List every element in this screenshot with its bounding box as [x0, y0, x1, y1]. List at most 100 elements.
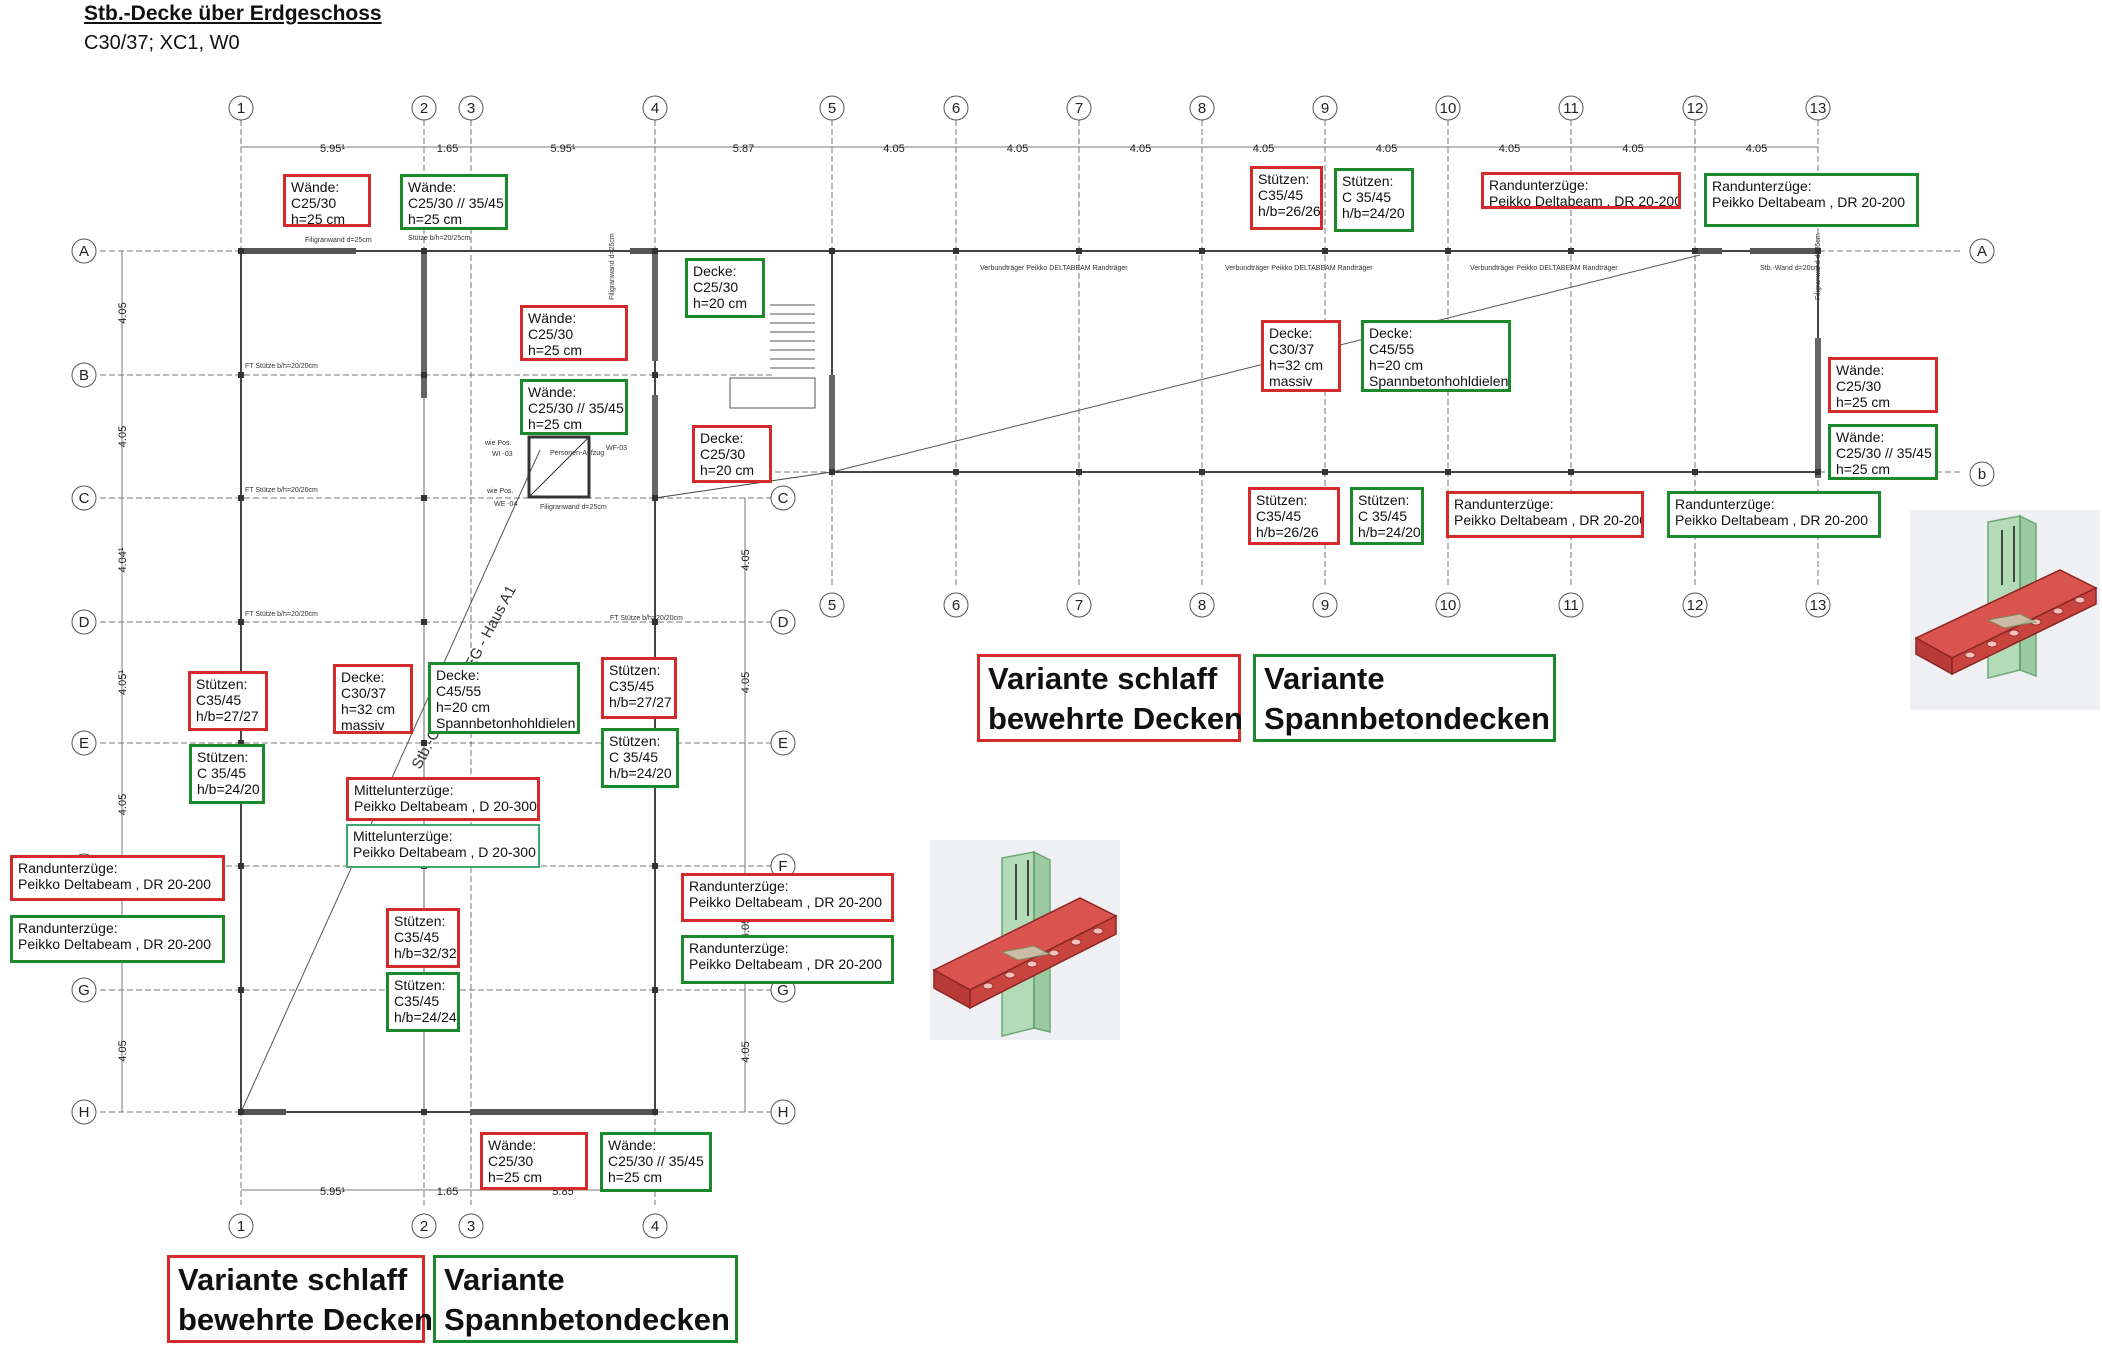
- axis-letter-left-circle: [71, 609, 97, 635]
- annotation-line: h/b=24/20: [1358, 524, 1421, 540]
- annotation-ru1: Randunterzüge:Peikko Deltabeam , DR 20-2…: [1481, 172, 1681, 209]
- column-marker: [421, 740, 427, 746]
- axis-number-top: 4: [651, 100, 659, 117]
- column-marker: [1445, 248, 1451, 254]
- annotation-line: Peikko Deltabeam , DR 20-200: [1454, 512, 1644, 528]
- note-we04: WE -04: [494, 501, 517, 508]
- annotation-ru8: Randunterzüge:Peikko Deltabeam , DR 20-2…: [681, 935, 894, 984]
- annotation-line: Peikko Deltabeam , DR 20-200: [689, 894, 882, 910]
- annotation-line: h=25 cm: [488, 1169, 543, 1185]
- axis-number-top-circle: [943, 95, 969, 121]
- annotation-line: Peikko Deltabeam , DR 20-200: [18, 936, 211, 952]
- annotation-line: Stützen:: [1256, 492, 1308, 508]
- dimension-right: 4.05: [740, 549, 752, 570]
- axis-number-top-circle: [1558, 95, 1584, 121]
- dimension-left: 4.05¹: [117, 670, 129, 695]
- note-wie-pos: wie Pos.: [484, 440, 512, 447]
- axis-letter-far-right-circle: [1969, 461, 1995, 487]
- axis-number-top-circle: [1435, 95, 1461, 121]
- axis-letter-right-circle: [770, 609, 796, 635]
- annotation-line: C25/30 // 35/45: [528, 400, 624, 416]
- axis-number-top-circle: [642, 95, 668, 121]
- annotation-line: Wände:: [408, 179, 457, 195]
- annotation-line: Randunterzüge:: [18, 860, 118, 876]
- axis-letter-left-circle: [71, 362, 97, 388]
- wall-segment: [652, 251, 658, 361]
- axis-number-top: 6: [952, 100, 960, 117]
- axis-number-mid-circle: [819, 592, 845, 618]
- axis-number-mid-circle: [1682, 592, 1708, 618]
- annotation-line: h=25 cm: [408, 211, 463, 227]
- annotation-line: Stützen:: [1342, 173, 1394, 189]
- dimension-top: 4.05: [1130, 143, 1151, 155]
- note-wf03: WF-03: [606, 445, 627, 452]
- dimension-right: 4.05: [740, 1041, 752, 1062]
- annotation-line: h=25 cm: [528, 416, 583, 432]
- column-marker: [1445, 469, 1451, 475]
- wall-segment: [652, 395, 658, 495]
- annotation-line: Peikko Deltabeam , DR 20-200: [1489, 193, 1681, 209]
- variant-line: Spannbetondecken: [444, 1302, 730, 1337]
- axis-number-mid-circle: [1189, 592, 1215, 618]
- wall-segment: [241, 1109, 286, 1115]
- column-marker: [238, 987, 244, 993]
- annotation-line: Mittelunterzüge:: [353, 828, 453, 844]
- note-filigran: Filigranwand d=25cm: [609, 233, 616, 300]
- annotation-line: C45/55: [436, 683, 482, 699]
- annotation-line: C 35/45: [1358, 508, 1408, 524]
- dimension-top: 4.05: [1499, 143, 1520, 155]
- annotation-ru6: Randunterzüge:Peikko Deltabeam , DR 20-2…: [10, 915, 225, 963]
- elevator-cross: [528, 436, 590, 498]
- annotation-line: h=25 cm: [528, 342, 583, 358]
- annotation-line: Wände:: [608, 1137, 657, 1153]
- annotation-line: C 35/45: [197, 765, 247, 781]
- annotation-line: massiv: [1269, 373, 1313, 389]
- annotation-line: Stützen:: [1258, 171, 1310, 187]
- annotation-line: h=20 cm: [693, 295, 748, 311]
- annotation-line: Decke:: [1269, 325, 1313, 341]
- annotation-line: C25/30: [528, 326, 574, 342]
- axis-letter-far-right: A: [1977, 243, 1987, 260]
- axis-number-bottom-circle: [458, 1213, 484, 1239]
- axis-number-mid-circle: [1805, 592, 1831, 618]
- dimension-left: 4.05: [117, 794, 129, 815]
- annotation-line: Peikko Deltabeam , D 20-300: [353, 844, 536, 860]
- variant-line: bewehrte Decken: [988, 701, 1243, 736]
- wall-segment: [241, 248, 356, 254]
- axis-number-mid-circle: [1435, 592, 1461, 618]
- axis-number-mid-circle: [1558, 592, 1584, 618]
- annotation-line: h/b=24/20: [197, 781, 260, 797]
- note-ft: FT Stütze b/h=20/20cm: [245, 363, 318, 370]
- axis-letter-right: E: [778, 735, 788, 752]
- column-marker: [238, 740, 244, 746]
- annotation-line: Stützen:: [609, 733, 661, 749]
- axis-number-top: 2: [420, 100, 428, 117]
- annotation-line: C25/30: [693, 279, 739, 295]
- annotation-line: h/b=27/27: [196, 708, 259, 724]
- annotation-line: h=25 cm: [291, 211, 346, 227]
- annotation-line: h=32 cm: [1269, 357, 1324, 373]
- wall-segment: [421, 248, 427, 398]
- annotation-line: Wände:: [1836, 362, 1885, 378]
- wall-segment: [630, 248, 656, 254]
- column-marker: [829, 469, 835, 475]
- dimension-left: 4.05: [117, 426, 129, 447]
- annotation-line: C25/30: [700, 446, 746, 462]
- axis-letter-right: F: [778, 858, 787, 875]
- dimension-top: 4.05: [883, 143, 904, 155]
- axis-number-bottom: 2: [420, 1218, 428, 1235]
- axis-number-mid: 7: [1075, 597, 1083, 614]
- annotation-line: Wände:: [1836, 429, 1885, 445]
- axis-number-top-circle: [411, 95, 437, 121]
- axis-number-top-circle: [1189, 95, 1215, 121]
- annotation-line: h=32 cm: [341, 701, 396, 717]
- axis-number-mid: 8: [1198, 597, 1206, 614]
- axis-number-mid: 13: [1810, 597, 1827, 614]
- annotation-mu2: Mittelunterzüge:Peikko Deltabeam , D 20-…: [346, 824, 540, 868]
